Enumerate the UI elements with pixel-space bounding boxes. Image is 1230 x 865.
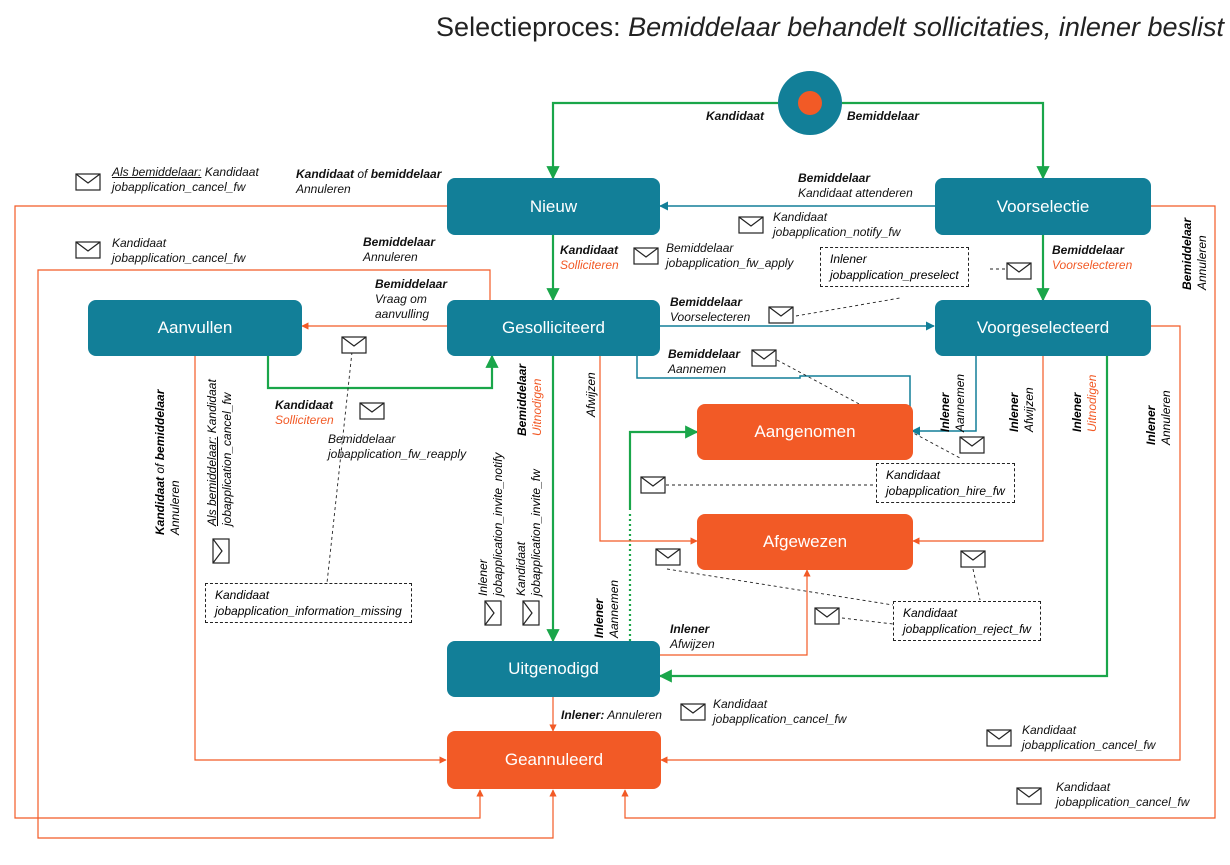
mail-icon: [341, 336, 367, 354]
mail-icon: [522, 600, 540, 626]
nieuw-to-geannuleerd: [14, 205, 484, 819]
state-gesolliciteerd: Gesolliciteerd: [447, 300, 660, 356]
mail-icon: [640, 476, 666, 494]
mail-icon: [75, 241, 101, 259]
mail-icon: [212, 538, 230, 564]
uitgenodigd-to-afgewezen: [660, 569, 811, 656]
gesolliciteerd-to-afgewezen: [599, 356, 698, 545]
state-voorselectie: Voorselectie: [935, 178, 1151, 235]
state-afgewezen: Afgewezen: [697, 514, 913, 570]
mail-icon: [738, 216, 764, 234]
voorgeselecteerd-to-uitgenodigd: [658, 356, 1109, 683]
voorgeselecteerd-to-afgewezen: [912, 356, 1044, 545]
mail-icon: [1016, 787, 1042, 805]
mail-icon: [655, 548, 681, 566]
mail-icon: [1006, 262, 1032, 280]
vlabel-gesolliciteerd-afwijzen: Afwijzen: [584, 372, 598, 417]
state-nieuw: Nieuw: [447, 178, 660, 235]
start-node: [778, 71, 842, 135]
voorgeselecteerd-to-aangenomen: [911, 356, 977, 436]
green-transitions: [266, 101, 1109, 683]
mail-icon: [959, 436, 985, 454]
page-title: Selectieproces: Bemiddelaar behandelt so…: [436, 12, 1224, 43]
mail-icon: [75, 173, 101, 191]
mail-icon: [680, 703, 706, 721]
gesolliciteerd-to-geannuleerd: [37, 269, 557, 839]
aanvullen-to-geannuleerd: [194, 356, 447, 764]
mail-icon: [768, 306, 794, 324]
uitgenodigd-to-aangenomen: [628, 425, 699, 510]
title-emphasis: Bemiddelaar behandelt sollicitaties, inl…: [628, 12, 1224, 42]
label-start-kandidaat: Kandidaat: [706, 109, 765, 123]
mail-icon: [359, 402, 385, 420]
state-aangenomen: Aangenomen: [697, 404, 913, 460]
state-geannuleerd: Geannuleerd: [447, 731, 661, 789]
aanvullen-to-gesolliciteerd: [266, 354, 499, 390]
label-uitgenodigd-annuleren: Inlener: Annuleren: [561, 708, 662, 722]
mail-icon: [986, 729, 1012, 747]
mail-icon: [960, 550, 986, 568]
state-aanvullen: Aanvullen: [88, 300, 302, 356]
voorgeselecteerd-to-geannuleerd: [660, 325, 1181, 764]
mail-icon: [633, 247, 659, 265]
start-to-voorselectie: [842, 101, 1050, 180]
voorselectie-to-geannuleerd: [621, 205, 1216, 819]
state-uitgenodigd: Uitgenodigd: [447, 641, 660, 697]
title-prefix: Selectieproces:: [436, 12, 629, 42]
state-voorgeselecteerd: Voorgeselecteerd: [935, 300, 1151, 356]
mail-icon: [484, 600, 502, 626]
label-start-bemiddelaar: Bemiddelaar: [847, 109, 920, 123]
mail-icon: [814, 607, 840, 625]
start-to-nieuw: [546, 101, 778, 180]
mail-icon: [751, 349, 777, 367]
orange-transitions: [14, 205, 1216, 839]
